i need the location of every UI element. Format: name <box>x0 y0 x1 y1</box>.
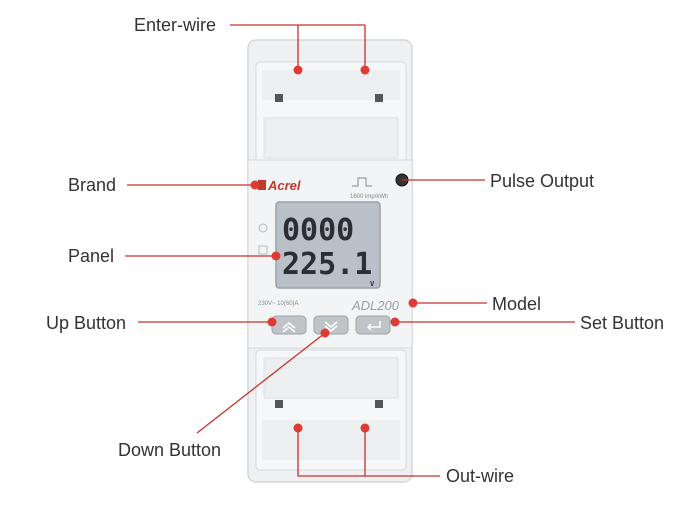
callout-dots <box>250 65 418 433</box>
enter-wire-dot-left <box>293 65 303 75</box>
lcd-unit: V <box>370 280 375 288</box>
set-button-dot <box>390 317 400 327</box>
down-button[interactable] <box>313 315 349 335</box>
lcd-line-2: 225.1 <box>282 247 372 282</box>
set-button-label: Set Button <box>580 313 664 333</box>
top-screw-right <box>375 94 383 102</box>
enter-wire-leader <box>230 24 366 70</box>
panel-dot <box>271 251 281 261</box>
brand-label: Brand <box>68 175 116 195</box>
bottom-screw-left <box>275 400 283 408</box>
down-button-dot <box>320 328 330 338</box>
indicator-square-icon <box>258 245 268 255</box>
up-button-label: Up Button <box>46 313 126 333</box>
set-button[interactable] <box>355 315 391 335</box>
up-button[interactable] <box>271 315 307 335</box>
brand-logo: Acrel <box>267 178 301 193</box>
panel-label: Panel <box>68 246 114 266</box>
out-wire-dot-right <box>360 423 370 433</box>
down-chevron-icon <box>324 321 338 332</box>
bottom-screw-right <box>375 400 383 408</box>
brand-mark-icon <box>258 180 266 190</box>
pulse-symbol-icon <box>352 177 372 187</box>
model-dot <box>408 298 418 308</box>
model-name: ADL200 <box>351 298 400 313</box>
energy-meter: Acrel 1600 imp/kWh 0000 225.1 V 230V~ 10… <box>247 39 413 483</box>
up-chevron-icon <box>282 322 296 333</box>
up-button-dot <box>267 317 277 327</box>
pulse-spec: 1600 imp/kWh <box>350 194 388 200</box>
lcd-panel <box>275 201 381 289</box>
enter-arrow-icon <box>366 321 381 331</box>
out-wire-label: Out-wire <box>446 466 514 486</box>
top-screw-left <box>275 94 283 102</box>
model-label: Model <box>492 294 541 314</box>
rating-text: 230V~ 10(60)A <box>258 301 299 307</box>
down-button-label: Down Button <box>118 440 221 460</box>
out-wire-leader <box>297 428 440 477</box>
down-button-leader <box>196 332 326 434</box>
enter-wire-dot-right <box>360 65 370 75</box>
out-wire-dot-left <box>293 423 303 433</box>
enter-wire-label: Enter-wire <box>134 15 216 35</box>
pulse-output-label: Pulse Output <box>490 171 594 191</box>
indicator-circle-icon <box>258 223 268 233</box>
lcd-line-1: 0000 <box>282 213 354 248</box>
callout-lines <box>125 24 575 477</box>
brand-dot <box>250 180 260 190</box>
